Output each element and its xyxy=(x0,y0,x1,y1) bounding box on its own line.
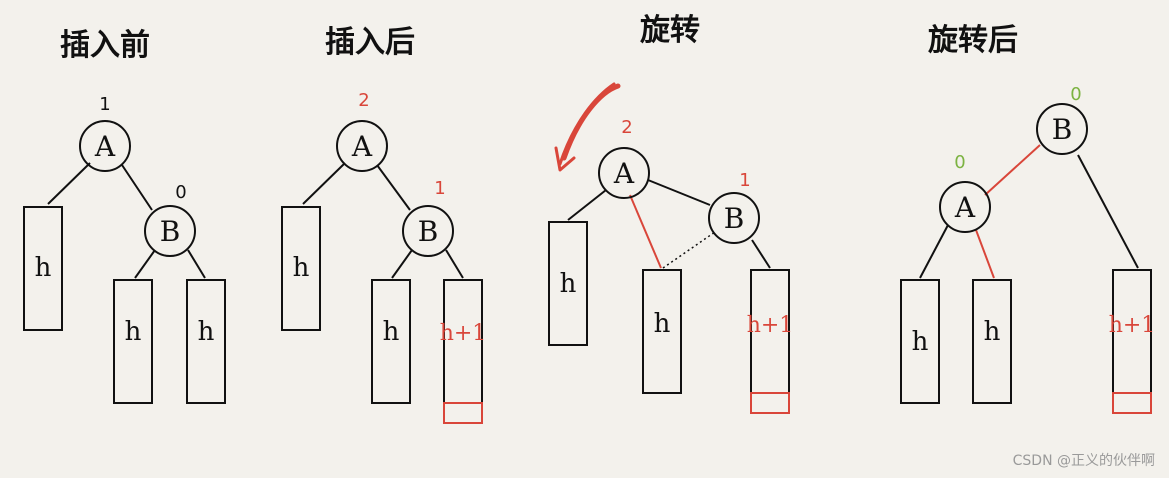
node-label: B xyxy=(724,202,745,235)
node-label: A xyxy=(954,191,976,224)
tree-node-a: A 1 xyxy=(79,94,131,172)
edge xyxy=(121,164,153,211)
edge xyxy=(391,249,413,279)
balance-factor: 0 xyxy=(1070,84,1081,105)
tree-node-a: A 0 xyxy=(939,152,991,233)
balance-factor: 1 xyxy=(739,170,750,191)
edge xyxy=(647,179,711,206)
subtree-box: h xyxy=(281,206,321,331)
balance-factor: 0 xyxy=(954,152,965,173)
panel-title: 插入后 xyxy=(325,25,415,60)
rotation-arrow-icon xyxy=(554,82,621,172)
subtree-box: h xyxy=(23,206,63,331)
subtree-height: h xyxy=(383,317,400,347)
node-label: A xyxy=(94,130,116,163)
subtree-box: h xyxy=(186,279,226,404)
subtree-box: h xyxy=(371,279,411,404)
node-label: B xyxy=(160,215,181,248)
edge xyxy=(1077,154,1139,269)
subtree-height: h xyxy=(125,317,142,347)
subtree-box: h xyxy=(113,279,153,404)
node-label: A xyxy=(351,130,373,163)
tree-node-a: A 2 xyxy=(598,117,650,199)
edge xyxy=(376,164,411,211)
node-label: B xyxy=(1052,113,1073,146)
edge xyxy=(445,249,464,279)
edge xyxy=(751,239,771,269)
node-label: A xyxy=(613,157,635,190)
edge xyxy=(187,249,206,279)
edge xyxy=(47,162,91,205)
subtree-height: h xyxy=(198,317,215,347)
panel-title: 插入前 xyxy=(60,28,150,63)
panel-after-rotation: 旋转后 B 0 A 0 h h xyxy=(900,23,1156,414)
tree-node-a: A 2 xyxy=(336,90,388,172)
edge xyxy=(919,224,949,279)
subtree-box: h xyxy=(548,221,588,346)
subtree-height: h xyxy=(35,253,52,283)
panel-title: 旋转后 xyxy=(928,23,1018,58)
node-label: B xyxy=(418,215,439,248)
subtree-box: h xyxy=(642,269,682,394)
edge-new-root xyxy=(984,144,1041,196)
edge-removed xyxy=(662,231,716,269)
subtree-height: h xyxy=(984,317,1001,347)
edge-moved xyxy=(975,229,995,279)
panel-before-insert: 插入前 A 1 B 0 h xyxy=(23,28,226,404)
balance-factor: 2 xyxy=(358,90,369,111)
subtree-box: h xyxy=(972,279,1012,404)
subtree-box-grown: h+1 xyxy=(747,269,794,414)
subtree-height: h xyxy=(293,253,310,283)
subtree-box-grown: h+1 xyxy=(440,279,487,424)
subtree-height: h+1 xyxy=(1109,313,1156,338)
edge xyxy=(567,189,607,221)
subtree-height: h+1 xyxy=(747,313,794,338)
tree-node-b: B 1 xyxy=(708,170,760,244)
tree-node-b: B 0 xyxy=(144,182,196,257)
balance-factor: 1 xyxy=(434,178,445,199)
edge xyxy=(134,249,156,279)
subtree-height: h xyxy=(654,309,671,339)
panel-after-insert: 插入后 A 2 B 1 h h xyxy=(281,25,487,424)
panel-rotation: 旋转 A 2 B 1 xyxy=(548,13,794,414)
subtree-height: h xyxy=(560,269,577,299)
subtree-height: h+1 xyxy=(440,321,487,346)
subtree-height: h xyxy=(912,327,929,357)
watermark: CSDN @正义的伙伴啊 xyxy=(1012,453,1155,469)
tree-node-b: B 1 xyxy=(402,178,454,257)
balance-factor: 0 xyxy=(175,182,186,203)
panel-title: 旋转 xyxy=(640,13,700,48)
subtree-box: h xyxy=(900,279,940,404)
tree-node-b: B 0 xyxy=(1036,84,1088,155)
subtree-box-grown: h+1 xyxy=(1109,269,1156,414)
balance-factor: 2 xyxy=(621,117,632,138)
edge-moved xyxy=(629,194,662,269)
balance-factor: 1 xyxy=(99,94,110,115)
edge xyxy=(302,162,346,205)
